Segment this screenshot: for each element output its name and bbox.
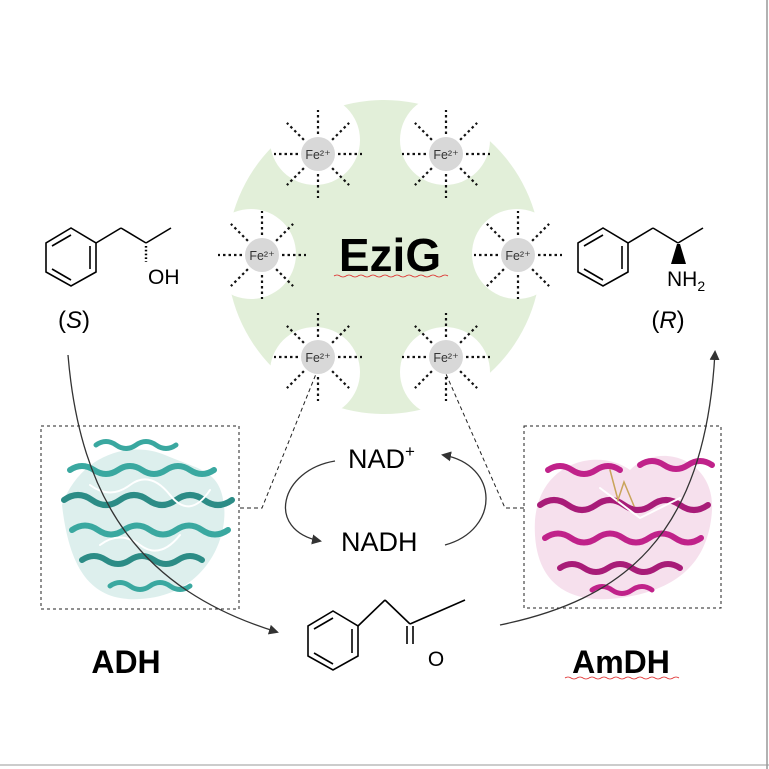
amdh-ribbon-icon <box>534 455 715 600</box>
coordination-bond <box>331 370 350 389</box>
fe-ion-node: Fe²⁺ <box>301 137 335 171</box>
coordination-bond <box>286 370 305 389</box>
spellcheck-underline <box>564 676 680 680</box>
r-amine-molecule <box>577 227 704 287</box>
s-descriptor: (S) <box>58 307 90 334</box>
coordination-bond <box>459 370 478 389</box>
fe-ion-node: Fe²⁺ <box>429 137 463 171</box>
ketone-molecule <box>307 599 466 671</box>
fe-ion-node: Fe²⁺ <box>429 340 463 374</box>
coordination-bond <box>331 122 350 141</box>
coordination-bond <box>414 167 433 186</box>
s-alcohol-molecule <box>45 227 172 287</box>
coordination-bond <box>459 167 478 186</box>
r-descriptor: (R) <box>651 307 684 334</box>
coordination-bond <box>486 268 505 287</box>
adh-structure-box <box>40 425 240 610</box>
amino-label: NH2 <box>667 268 705 294</box>
spellcheck-underline <box>333 274 449 278</box>
curved-arrow-icon <box>67 354 279 635</box>
ezig-label: EziG <box>339 229 441 281</box>
coordination-bond <box>414 325 433 344</box>
curved-arrow-icon <box>499 350 720 626</box>
coordination-bond <box>414 122 433 141</box>
fe-ion-label: Fe²⁺ <box>305 148 330 162</box>
fe-ion-label: Fe²⁺ <box>433 148 458 162</box>
coordination-bond <box>459 122 478 141</box>
coordination-bond <box>531 268 550 287</box>
coordination-bond <box>275 223 294 242</box>
fe-ion-node: Fe²⁺ <box>501 238 535 272</box>
coordination-lines <box>218 110 562 401</box>
coordination-bond <box>275 268 294 287</box>
coordination-bond <box>286 122 305 141</box>
benzene-ring-icon <box>45 227 97 287</box>
benzene-ring-icon <box>577 227 629 287</box>
coordination-bond <box>414 370 433 389</box>
coordination-bond <box>286 325 305 344</box>
cofactor-oxidation-arrow <box>441 451 487 546</box>
fe-ion-label: Fe²⁺ <box>433 351 458 365</box>
coordination-bond <box>230 223 249 242</box>
adh-ribbon-icon <box>61 439 235 600</box>
coordination-bond <box>459 325 478 344</box>
nad-plus-label: NAD+ <box>348 442 415 474</box>
hydroxyl-label: OH <box>148 266 180 289</box>
ezig-disc <box>227 100 541 414</box>
fe-ion-label: Fe²⁺ <box>505 249 530 263</box>
coordination-bond <box>531 223 550 242</box>
fe-ion-label: Fe²⁺ <box>305 351 330 365</box>
adh-label: ADH <box>91 644 160 680</box>
fe-ion-node: Fe²⁺ <box>245 238 279 272</box>
fe-ion-node: Fe²⁺ <box>301 340 335 374</box>
ezig-support: Fe²⁺ Fe²⁺ Fe²⁺ Fe²⁺ Fe²⁺ Fe²⁺ EziG <box>218 100 562 414</box>
amdh-label: AmDH <box>572 644 670 680</box>
nadh-label: NADH <box>341 527 418 557</box>
coordination-bond <box>230 268 249 287</box>
adh-leader-line <box>240 373 317 509</box>
coordination-bond <box>286 167 305 186</box>
coordination-bond <box>486 223 505 242</box>
coordination-bond <box>331 167 350 186</box>
amdh-structure-box <box>523 425 722 609</box>
fe-ion-nodes: Fe²⁺ Fe²⁺ Fe²⁺ Fe²⁺ Fe²⁺ Fe²⁺ <box>245 137 535 374</box>
cofactor-reduction-arrow <box>284 460 336 545</box>
carbonyl-label: O <box>428 648 444 671</box>
wedge-bond <box>671 244 686 264</box>
coordination-bond <box>331 325 350 344</box>
fe-ion-label: Fe²⁺ <box>249 249 274 263</box>
benzene-ring-icon <box>307 610 359 671</box>
